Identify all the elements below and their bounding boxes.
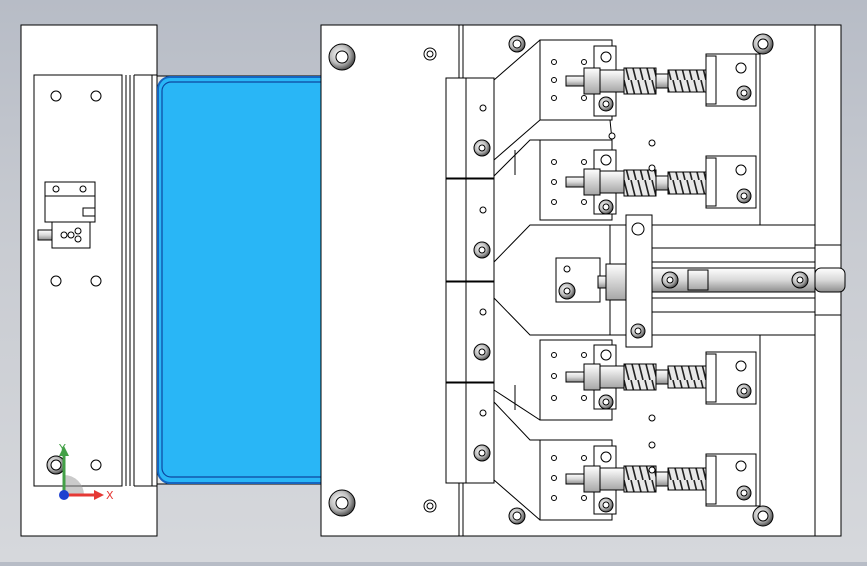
left-locator-block <box>37 181 96 249</box>
triad-plane-icon <box>64 475 84 495</box>
coordinate-triad: Y X <box>44 440 124 510</box>
clamp-unit-4 <box>508 439 757 525</box>
clamp-unit-2 <box>539 139 757 221</box>
right-plate-bolts <box>328 33 774 527</box>
left-plate-holes <box>46 90 102 475</box>
z-axis-dot-icon <box>59 490 69 500</box>
clamp-unit-3 <box>539 339 757 449</box>
y-axis-label: Y <box>58 442 66 455</box>
x-arrowhead-icon <box>94 490 104 500</box>
x-axis-label: X <box>106 489 114 502</box>
pressure-pads <box>445 77 495 484</box>
right-rail <box>756 53 761 507</box>
left-base-plate <box>20 24 158 537</box>
y-arrowhead-icon <box>59 446 69 456</box>
center-cylinder-unit <box>555 214 846 348</box>
clamp-unit-1 <box>508 35 757 140</box>
